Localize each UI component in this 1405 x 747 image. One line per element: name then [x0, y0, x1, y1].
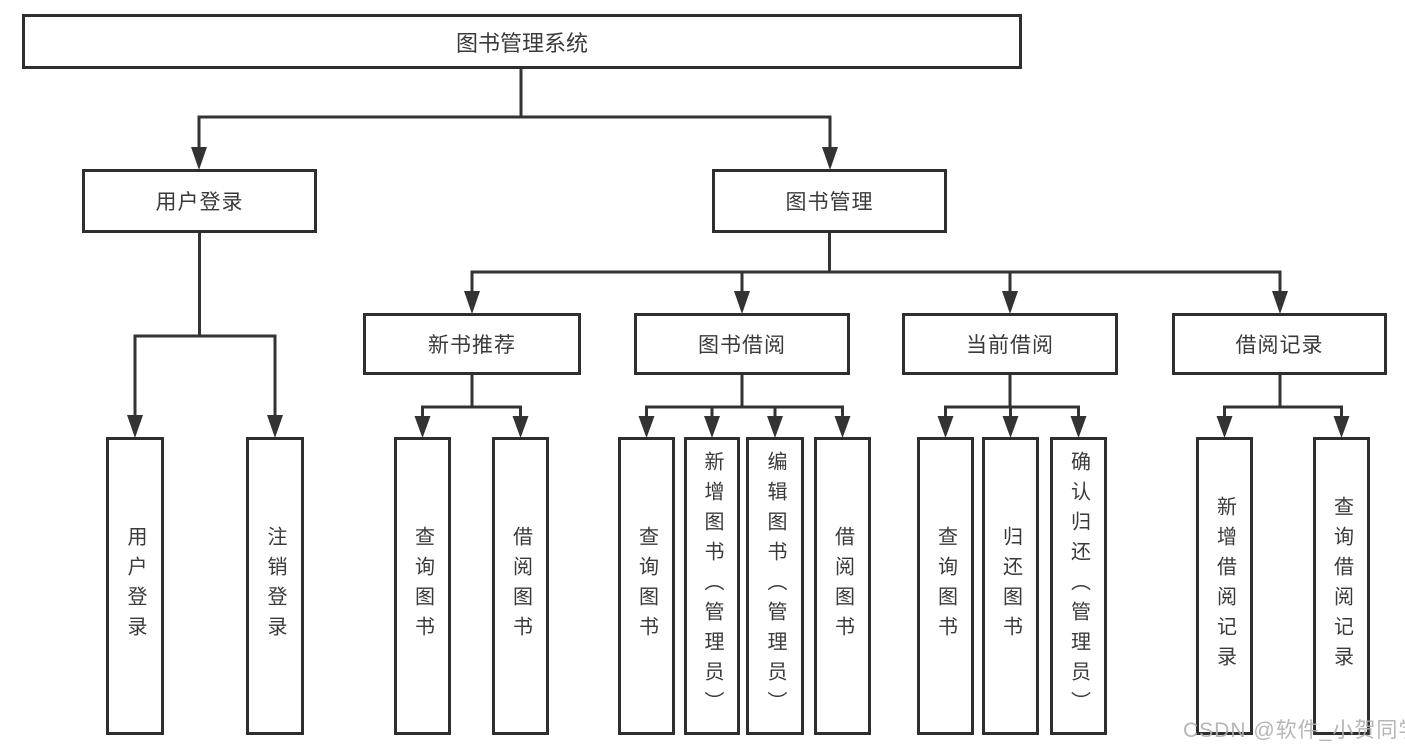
leaf-borrow-books-newbook: 借阅图书: [492, 437, 549, 735]
node-label: 新书推荐: [428, 334, 516, 357]
leaf-label: 用户登录: [124, 526, 146, 646]
node-user-login: 用户登录: [82, 169, 317, 233]
leaf-add-books-admin: 新增图书（管理员）: [684, 437, 740, 735]
csdn-watermark: CSDN @软件_小贺同学: [1183, 719, 1405, 742]
leaf-return-books: 归还图书: [982, 437, 1039, 735]
leaf-label: 借阅图书: [509, 526, 532, 646]
leaf-query-books-current: 查询图书: [917, 437, 974, 735]
node-book-borrow: 图书借阅: [634, 313, 850, 375]
node-borrow-records: 借阅记录: [1172, 313, 1387, 375]
leaf-query-books-newbook: 查询图书: [394, 437, 451, 735]
leaf-borrow-books: 借阅图书: [814, 437, 871, 735]
leaf-logout: 注销登录: [246, 437, 304, 735]
leaf-query-borrow-record: 查询借阅记录: [1313, 437, 1370, 735]
leaf-user-login: 用户登录: [106, 437, 164, 735]
node-label: 图书管理: [785, 191, 874, 214]
leaf-label: 借阅图书: [831, 526, 854, 646]
leaf-label: 查询图书: [934, 526, 957, 646]
leaf-query-books-borrow: 查询图书: [618, 437, 675, 735]
leaf-label: 新增借阅记录: [1213, 496, 1236, 676]
node-label: 借阅记录: [1235, 334, 1324, 357]
leaf-add-borrow-record: 新增借阅记录: [1196, 437, 1253, 735]
node-current-borrow: 当前借阅: [902, 313, 1118, 375]
leaf-label: 查询图书: [635, 526, 658, 646]
node-label: 当前借阅: [966, 334, 1054, 357]
leaf-label: 确认归还（管理员）: [1067, 451, 1090, 721]
leaf-confirm-return-admin: 确认归还（管理员）: [1050, 437, 1107, 735]
leaf-label: 编辑图书（管理员）: [764, 451, 786, 721]
leaf-label: 查询借阅记录: [1330, 496, 1353, 676]
leaf-edit-books-admin: 编辑图书（管理员）: [746, 437, 804, 735]
node-label: 用户登录: [155, 191, 244, 214]
node-root-system: 图书管理系统: [22, 14, 1022, 69]
node-book-management: 图书管理: [712, 169, 947, 233]
leaf-label: 新增图书（管理员）: [701, 451, 723, 721]
leaf-label: 查询图书: [411, 526, 434, 646]
node-label: 图书管理系统: [455, 30, 588, 56]
leaf-label: 注销登录: [264, 526, 286, 646]
leaf-label: 归还图书: [999, 526, 1022, 646]
node-label: 图书借阅: [698, 334, 786, 357]
node-new-book-recommend: 新书推荐: [363, 313, 581, 375]
